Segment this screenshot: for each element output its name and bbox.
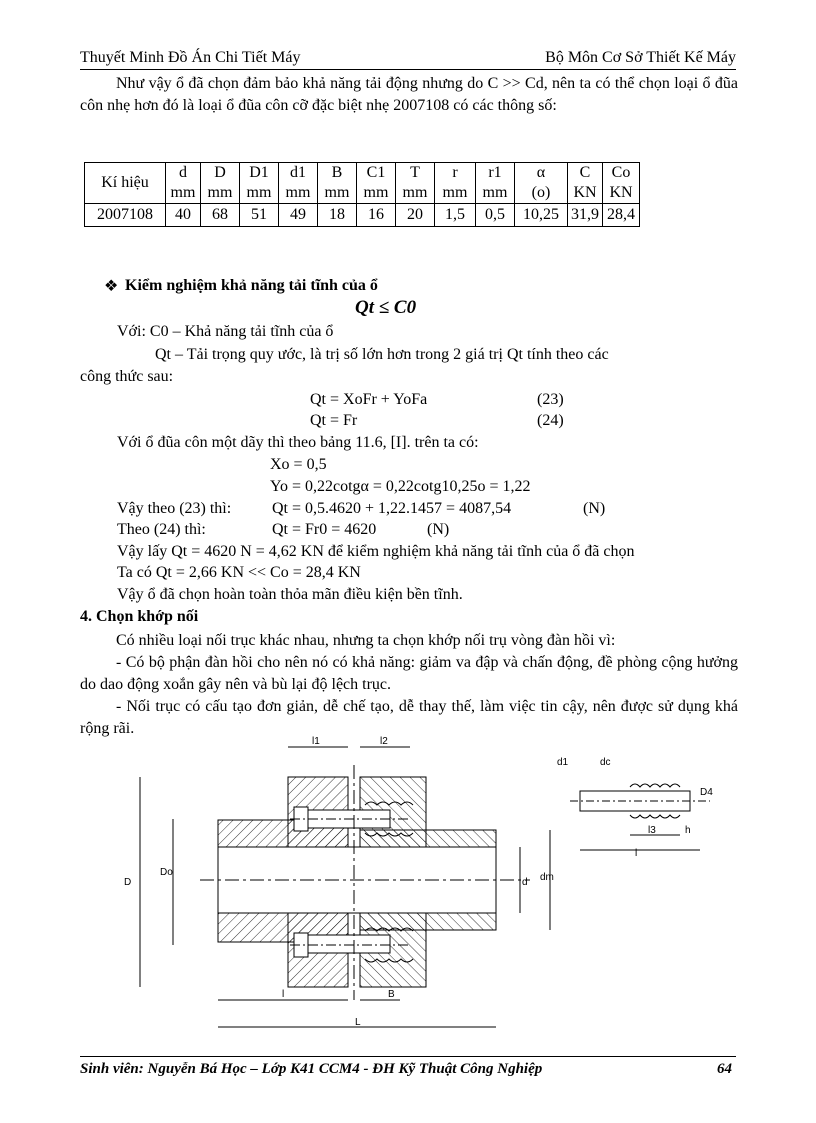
svg-text:B: B [388,989,395,1000]
svg-text:d1: d1 [557,757,569,768]
table-cell: 2007108 [84,203,166,227]
table-header-cell: Kí hiệu [84,162,166,204]
svg-text:l: l [282,989,284,1000]
equation-yo: Yo = 0,22cotgα = 0,22cotg10,25o = 1,22 [270,478,531,495]
unit-label: (N) [427,521,450,538]
paragraph: - Nối trục có cấu tạo đơn giản, dễ chế t… [80,698,738,737]
svg-text:dm: dm [540,872,554,883]
text-line: Với ổ đũa côn một dãy thì theo bảng 11.6… [117,434,479,451]
coupling-drawing: l1 l2 D Do d dm l B L d1 dc D4 l3 h l [124,736,713,1028]
equation-result: Qt = Fr0 = 4620 [272,521,377,538]
diamond-bullet-icon: ❖ [104,278,119,295]
svg-text:d: d [522,877,528,888]
paragraph: Có nhiều loại nối trục khác nhau, nhưng … [116,632,616,649]
table-cell: 0,5 [475,203,515,227]
section-title: Kiểm nghiệm khả năng tải tĩnh của ổ [125,277,378,294]
svg-text:D: D [124,877,131,888]
equation-result: Qt = 0,5.4620 + 1,22.1457 = 4087,54 [272,500,512,517]
table-cell: 20 [395,203,435,227]
equation-23: Qt = XoFr + YoFa [310,391,428,408]
table-header-cell: α(o) [514,162,568,204]
section-4-title: 4. Chọn khớp nối [80,608,199,625]
text-line: Qt – Tải trọng quy ước, là trị số lớn hơ… [155,346,609,363]
table-cell: 31,9 [567,203,603,227]
text-line: công thức sau: [80,368,174,385]
table-cell: 18 [317,203,357,227]
text-line: Vậy ổ đã chọn hoàn toàn thỏa mãn điều ki… [117,586,463,603]
svg-text:dc: dc [600,757,611,768]
text-line: Ta có Qt = 2,66 KN << Co = 28,4 KN [117,564,361,581]
table-row: 2007108 40 68 51 49 18 16 20 1,5 0,5 10,… [84,203,640,227]
equation-xo: Xo = 0,5 [270,456,327,473]
text-line: Vậy theo (23) thì: [117,500,232,517]
table-cell: 1,5 [434,203,476,227]
page-footer: Sinh viên: Nguyễn Bá Học – Lớp K41 CCM4 … [80,1056,736,1078]
svg-text:h: h [685,825,691,836]
text-line: Với: C0 – Khả năng tải tĩnh của ổ [117,323,334,340]
text-line: Theo (24) thì: [117,521,206,538]
page-header: Thuyết Minh Đồ Án Chi Tiết Máy Bộ Môn Cơ… [80,49,736,70]
svg-text:D4: D4 [700,787,713,798]
equation-number: (24) [537,412,564,429]
equation-number: (23) [537,391,564,408]
main-formula: Qt ≤ C0 [355,297,417,318]
table-cell: 68 [200,203,240,227]
header-left: Thuyết Minh Đồ Án Chi Tiết Máy [80,49,301,66]
table-cell: 51 [239,203,279,227]
paragraph: - Có bộ phận đàn hồi cho nên nó có khả n… [80,654,738,693]
svg-text:l3: l3 [648,825,656,836]
svg-text:Do: Do [160,867,173,878]
table-cell: 40 [165,203,201,227]
svg-text:l: l [635,848,637,859]
table-cell: 49 [278,203,318,227]
svg-text:l2: l2 [380,736,388,747]
table-cell: 10,25 [514,203,568,227]
svg-text:L: L [355,1017,361,1028]
header-right: Bộ Môn Cơ Sở Thiết Kế Máy [545,49,736,66]
text-line: Vậy lấy Qt = 4620 N = 4,62 KN để kiểm ng… [117,543,635,560]
equation-24: Qt = Fr [310,412,358,429]
svg-text:l1: l1 [312,736,320,747]
unit-label: (N) [583,500,606,517]
intro-paragraph: Như vậy ổ đã chọn đảm bảo khả năng tải đ… [80,75,738,114]
footer-text: Sinh viên: Nguyễn Bá Học – Lớp K41 CCM4 … [80,1061,543,1077]
page-number: 64 [717,1061,732,1077]
table-cell: 16 [356,203,396,227]
table-cell: 28,4 [602,203,640,227]
